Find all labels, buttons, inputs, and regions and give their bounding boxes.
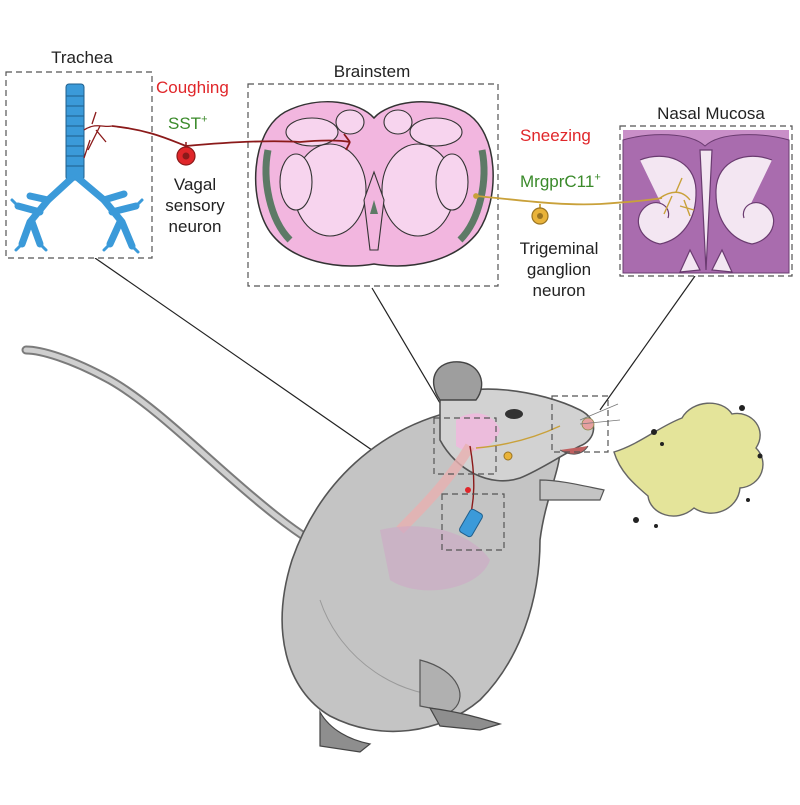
trachea-panel: [5, 71, 153, 259]
sst-marker-sup: +: [201, 113, 208, 126]
mouse-head: [439, 388, 595, 482]
brainstem-panel-title: Brainstem: [333, 62, 411, 81]
mouse-front-paw: [539, 479, 605, 501]
vagal-neuron-line1: Vagal: [173, 175, 217, 194]
brainstem-panel: [247, 83, 499, 287]
vagal-neuron-line3: neuron: [168, 217, 222, 236]
mouse-trachea-mini: [459, 508, 483, 538]
sneeze-cloud: [613, 402, 764, 528]
vagal-neuron-line2: sensory: [165, 196, 225, 215]
vagal-nerve-endings: [83, 111, 113, 159]
trachea-lungs-icon: [65, 83, 85, 181]
mrgprc11-marker-text: MrgprC11: [520, 172, 595, 191]
mrgprc11-marker-label: MrgprC11+: [520, 172, 601, 192]
mouse-ear: [432, 361, 483, 401]
trigeminal-nerve-endings: [659, 177, 695, 217]
trigeminal-neuron-soma: [531, 207, 549, 225]
vagal-neuron-soma: [176, 142, 196, 166]
bronchi-tree: [14, 174, 140, 250]
trigeminal-neuron-line3: neuron: [532, 281, 586, 300]
mouse-eye: [505, 409, 523, 419]
trigeminal-neuron-line1: Trigeminal: [519, 239, 599, 258]
mouse-hind-foot: [428, 707, 503, 731]
sst-marker-text: SST: [168, 114, 202, 133]
brainstem-structures: [279, 109, 469, 251]
trigeminal-neuron-line2: ganglion: [526, 260, 592, 279]
vagal-neuron-label: Vagal sensory neuron: [150, 174, 240, 237]
mouse-illustration: [21, 345, 621, 753]
trachea-panel-title: Trachea: [51, 48, 113, 67]
sst-marker-label: SST+: [168, 114, 208, 134]
vagal-nerve: [111, 125, 351, 151]
nasal-mucosa-panel: [619, 125, 793, 277]
coughing-label: Coughing: [156, 78, 229, 97]
mouse-zoom-boxes: [433, 395, 609, 551]
nasal-mucosa-panel-title: Nasal Mucosa: [657, 104, 765, 123]
mrgprc11-marker-sup: +: [594, 171, 601, 184]
bronchi-tips: [10, 198, 144, 254]
sneezing-label: Sneezing: [520, 126, 591, 145]
trigeminal-neuron-label: Trigeminal ganglion neuron: [504, 238, 614, 301]
